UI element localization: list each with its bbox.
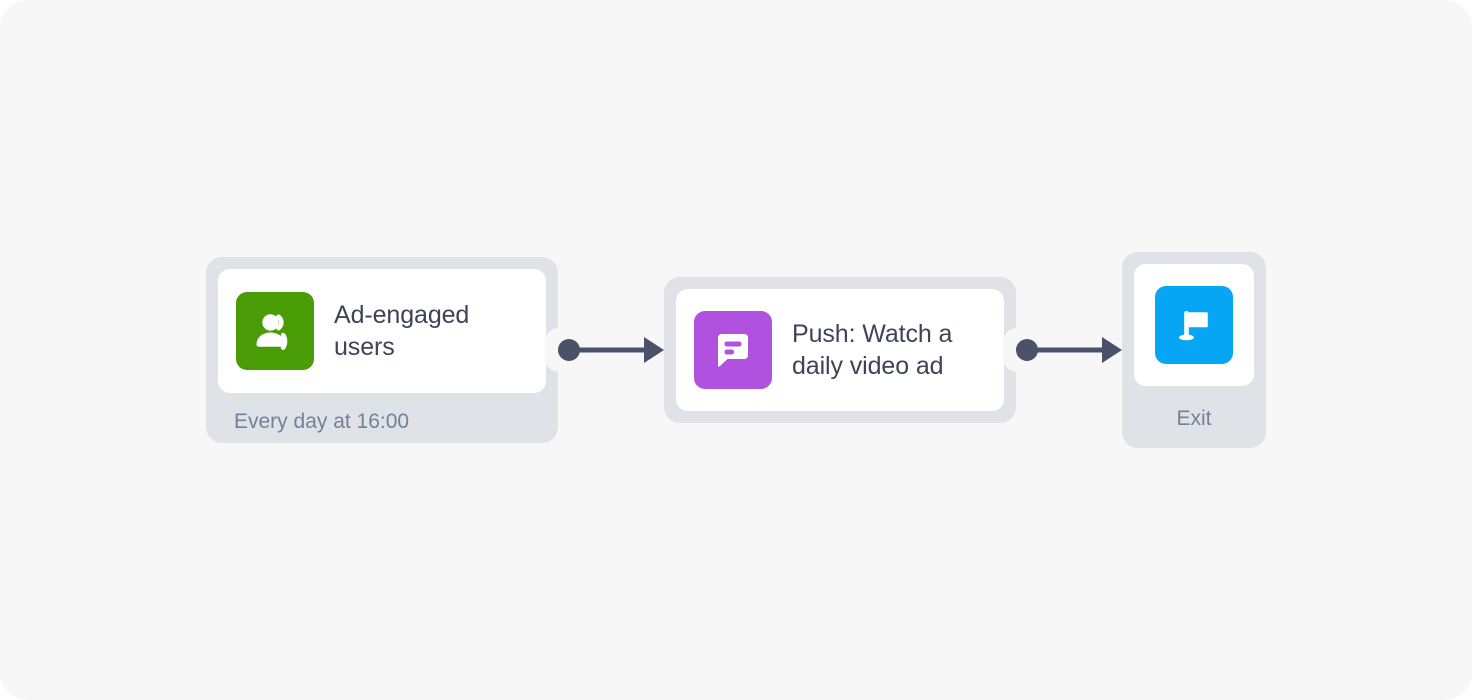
flag-icon	[1155, 286, 1233, 364]
connector-trigger-to-action[interactable]	[558, 337, 664, 363]
connector-dot-icon[interactable]	[558, 339, 580, 361]
node-push-message-title: Push: Watch a daily video ad	[792, 320, 953, 380]
connector-notch	[545, 328, 559, 372]
connector-dot-icon[interactable]	[1016, 339, 1038, 361]
connector-line	[576, 347, 646, 353]
node-push-message[interactable]: Push: Watch a daily video ad	[664, 277, 1017, 423]
connector-arrow-icon	[644, 337, 664, 363]
node-audience-trigger-schedule: Every day at 16:00	[234, 410, 410, 433]
node-audience-trigger-title: Ad-engaged users	[334, 301, 470, 361]
connector-notch	[1003, 328, 1017, 372]
users-icon	[236, 292, 314, 370]
node-exit-body[interactable]	[1134, 264, 1254, 386]
node-exit-label: Exit	[1176, 407, 1212, 430]
node-exit[interactable]: Exit	[1122, 252, 1266, 448]
node-push-message-body[interactable]: Push: Watch a daily video ad	[676, 289, 1017, 411]
connector-action-to-exit[interactable]	[1016, 337, 1122, 363]
node-audience-trigger-body[interactable]: Ad-engaged users	[218, 269, 559, 393]
connector-line	[1034, 347, 1104, 353]
chat-bubble-icon	[694, 311, 772, 389]
node-audience-trigger[interactable]: Ad-engaged users Every day at 16:00	[206, 257, 559, 443]
connector-arrow-icon	[1102, 337, 1122, 363]
